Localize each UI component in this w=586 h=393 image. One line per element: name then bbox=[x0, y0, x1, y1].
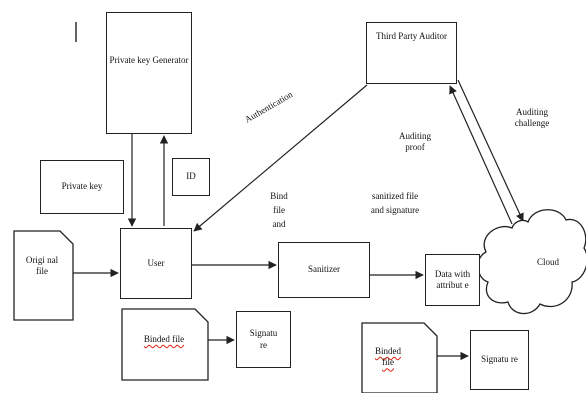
cloud-shape bbox=[477, 209, 586, 315]
binded-file-1-shape bbox=[121, 308, 209, 381]
user-label: User bbox=[147, 257, 165, 268]
private-key-box: Private key bbox=[40, 160, 124, 214]
auditing-challenge-label: Auditing challenge bbox=[514, 107, 550, 129]
sanitizer-box: Sanitizer bbox=[278, 242, 370, 298]
private-key-label: Private key bbox=[61, 181, 103, 192]
private-key-generator-label: Private key Generator bbox=[109, 55, 189, 65]
private-key-generator-box: Private key Generator bbox=[106, 12, 192, 134]
original-file-shape bbox=[13, 230, 74, 321]
third-party-auditor-box: Third Party Auditor bbox=[366, 22, 457, 84]
sanitized-file-label: sanitized file and signature bbox=[370, 191, 420, 215]
signature-2-label: Signatu re bbox=[481, 354, 518, 365]
id-box: ID bbox=[172, 158, 210, 196]
binded-file-1-label: Binded file bbox=[143, 334, 185, 344]
arrow-tpa-to-user bbox=[193, 84, 368, 232]
original-file-label: Origi nal file bbox=[25, 255, 59, 277]
signature-box-1: Signatu re bbox=[236, 311, 291, 368]
data-with-attribute-label: Data with attribut e bbox=[434, 268, 471, 290]
third-party-auditor-label: Third Party Auditor bbox=[376, 31, 447, 41]
arrow-cloud-to-tpa bbox=[449, 85, 513, 225]
binded-file-2-shape bbox=[361, 322, 438, 393]
user-box: User bbox=[120, 228, 192, 299]
signature-1-label: Signatu re bbox=[249, 328, 278, 350]
binded-file-2-label: Binded file bbox=[375, 346, 401, 368]
bind-file-label: Bind file and bbox=[270, 191, 288, 229]
data-with-attribute-box: Data with attribut e bbox=[425, 254, 480, 306]
arrow-tpa-to-cloud bbox=[457, 79, 524, 222]
signature-box-2: Signatu re bbox=[470, 330, 529, 390]
auditing-proof-label: Auditing proof bbox=[398, 131, 431, 153]
cloud-label: Cloud bbox=[536, 257, 559, 267]
id-label: ID bbox=[186, 171, 196, 182]
sanitizer-label: Sanitizer bbox=[308, 264, 340, 275]
